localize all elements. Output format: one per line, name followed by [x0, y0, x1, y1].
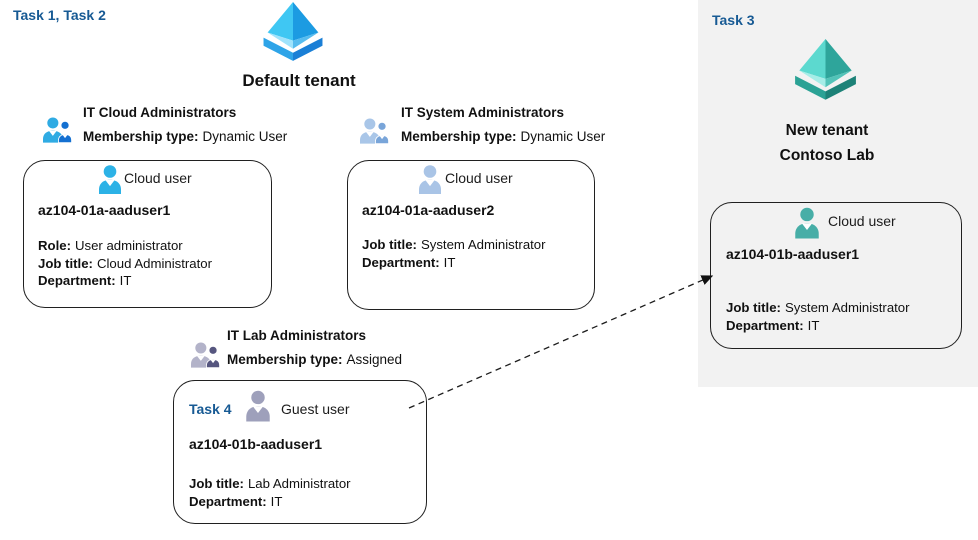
task-1-2-label: Task 1, Task 2 — [13, 7, 106, 23]
cloud-user-card: Cloud user az104-01a-aaduser2 Job title:… — [347, 160, 595, 310]
user-field: Job title:Cloud Administrator — [38, 255, 213, 271]
membership-type-label: Membership type: — [401, 129, 517, 144]
azure-ad-pyramid-icon-teal — [791, 39, 860, 104]
membership-type: Membership type:Assigned — [227, 352, 402, 367]
user-field: Department:IT — [38, 273, 132, 288]
azure-ad-pyramid-icon-blue — [260, 2, 326, 65]
group-title: IT System Administrators — [401, 105, 565, 120]
group-title: IT Cloud Administrators — [83, 105, 237, 120]
people-group-icon — [43, 113, 73, 147]
user-field: Department:IT — [189, 493, 283, 509]
default-tenant-title: Default tenant — [242, 71, 356, 90]
person-icon — [245, 390, 271, 422]
people-group-icon — [191, 339, 221, 371]
guest-user-card: Task 4 Guest user az104-01b-aaduser1 Job… — [173, 380, 427, 524]
user-field: Role:User administrator — [38, 238, 183, 253]
user-type-label: Cloud user — [828, 213, 896, 229]
membership-type-label: Membership type: — [227, 352, 343, 367]
user-field: Department:IT — [362, 254, 456, 270]
new-tenant-cloud-user-card: Cloud user az104-01b-aaduser1 Job title:… — [710, 202, 962, 349]
user-field: Job title:Lab Administrator — [189, 476, 351, 491]
people-group-icon — [360, 115, 390, 147]
new-tenant-title-line1: New tenant — [785, 122, 869, 139]
new-tenant-title-line2: Contoso Lab — [779, 147, 875, 164]
user-field: Job title:System Administrator — [726, 300, 910, 315]
user-field: Department:IT — [726, 317, 820, 333]
person-icon — [418, 164, 442, 195]
user-name: az104-01a-aaduser1 — [38, 202, 171, 218]
group-title: IT Lab Administrators — [227, 328, 367, 343]
task-3-label: Task 3 — [712, 12, 755, 28]
user-type-label: Cloud user — [445, 170, 513, 186]
user-type-label: Cloud user — [124, 170, 192, 186]
membership-type-value: Dynamic User — [520, 129, 606, 144]
user-type-label: Guest user — [281, 401, 350, 417]
user-name: az104-01a-aaduser2 — [362, 202, 495, 218]
user-field: Job title:System Administrator — [362, 237, 546, 252]
membership-type-label: Membership type: — [83, 129, 199, 144]
user-name: az104-01b-aaduser1 — [726, 246, 860, 262]
cloud-user-card: Cloud user az104-01a-aaduser1 Role:User … — [23, 160, 272, 308]
membership-type-value: Dynamic User — [202, 129, 288, 144]
membership-type-value: Assigned — [346, 352, 403, 367]
person-icon — [98, 164, 122, 195]
person-icon — [794, 207, 820, 239]
user-name: az104-01b-aaduser1 — [189, 436, 323, 452]
membership-type: Membership type:Dynamic User — [83, 129, 287, 144]
membership-type: Membership type:Dynamic User — [401, 129, 605, 144]
task-4-label: Task 4 — [189, 401, 232, 417]
